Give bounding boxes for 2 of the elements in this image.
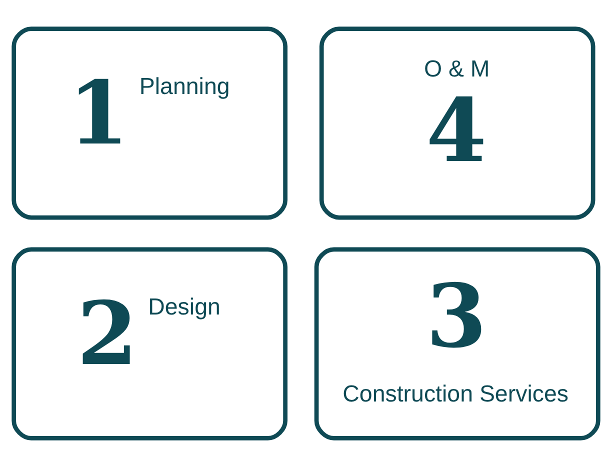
node-box: O & M 4 [319, 26, 596, 220]
node-box: 3 Construction Services [314, 247, 600, 440]
